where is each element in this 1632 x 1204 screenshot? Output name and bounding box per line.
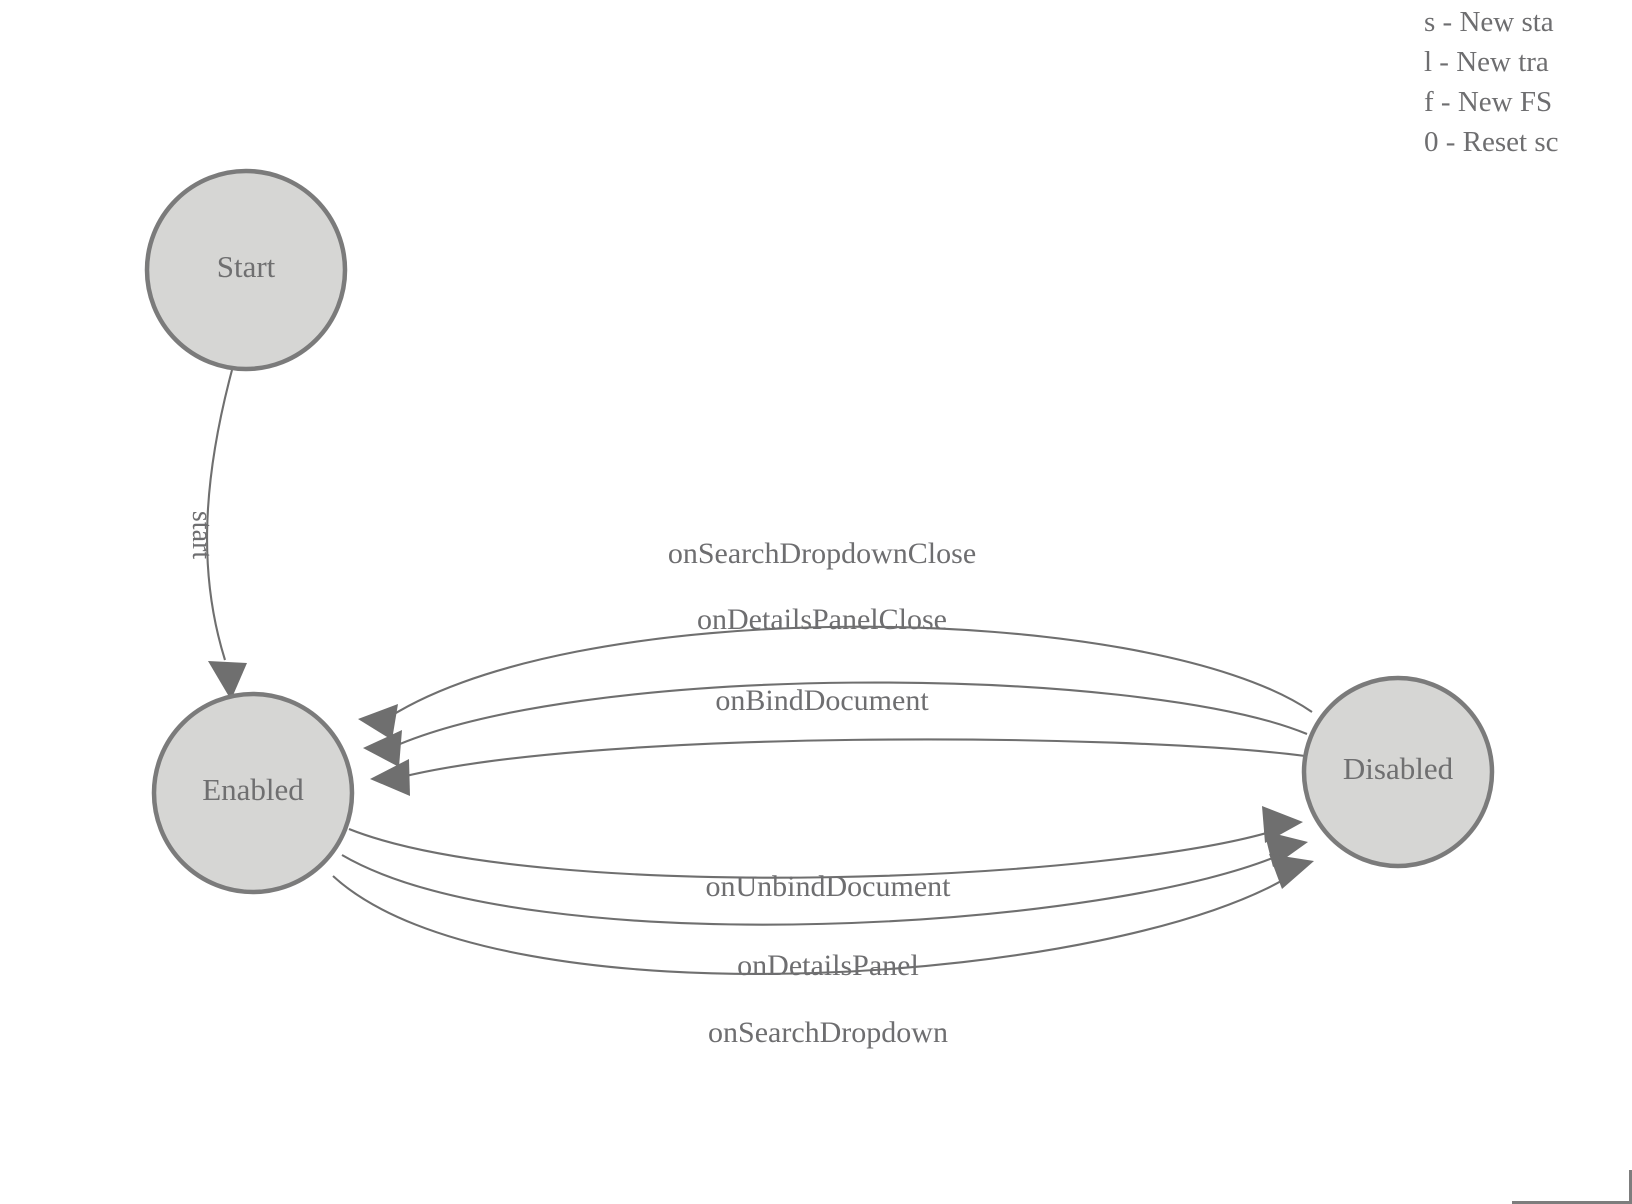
node-disabled[interactable]: Disabled xyxy=(1301,675,1495,869)
edge-label-on-bind-document: onBindDocument xyxy=(715,684,929,717)
arrowhead-icon xyxy=(370,759,410,796)
edge-path[interactable] xyxy=(389,738,1306,782)
edge-label-on-details-panel-close: onDetailsPanelClose xyxy=(697,603,947,636)
node-enabled[interactable]: Enabled xyxy=(151,691,355,895)
edge-path[interactable] xyxy=(206,369,234,661)
edge-on-search-dropdown-close[interactable] xyxy=(358,625,1313,740)
arrowhead-icon xyxy=(1269,854,1314,889)
shortcut-line-new-state: s - New sta xyxy=(1424,6,1554,38)
arrowhead-icon xyxy=(208,661,247,700)
edge-path[interactable] xyxy=(375,625,1313,727)
edge-label-on-search-dropdown-close: onSearchDropdownClose xyxy=(668,537,976,570)
shortcut-line-new-fsm: f - New FS xyxy=(1424,86,1553,118)
shortcut-line-new-transition: l - New tra xyxy=(1424,46,1549,78)
shortcut-help-panel: s - New sta l - New tra f - New FS 0 - R… xyxy=(1424,0,1632,162)
edge-on-unbind-document[interactable] xyxy=(348,806,1303,879)
node-disabled-label: Disabled xyxy=(1343,751,1454,786)
arrowhead-icon xyxy=(358,704,398,740)
node-enabled-circle[interactable] xyxy=(151,691,355,895)
node-start[interactable]: Start xyxy=(144,168,348,372)
node-disabled-circle[interactable] xyxy=(1301,675,1495,869)
edge-label-start: start xyxy=(186,511,217,559)
node-start-label: Start xyxy=(217,249,276,284)
shortcut-line-reset-scale: 0 - Reset sc xyxy=(1424,126,1559,158)
arrowhead-icon xyxy=(363,730,402,767)
edge-on-search-dropdown[interactable] xyxy=(332,854,1314,975)
edge-label-on-details-panel: onDetailsPanel xyxy=(737,949,919,982)
node-start-circle[interactable] xyxy=(144,168,348,372)
edge-label-on-unbind-document: onUnbindDocument xyxy=(706,870,952,903)
edge-label-on-search-dropdown: onSearchDropdown xyxy=(708,1016,948,1049)
window-frame-right-edge xyxy=(1629,1170,1632,1204)
edge-on-bind-document[interactable] xyxy=(370,738,1306,796)
edge-start[interactable] xyxy=(206,369,247,700)
window-frame-bottom-edge xyxy=(1512,1201,1632,1204)
edge-path[interactable] xyxy=(341,850,1290,926)
edge-path[interactable] xyxy=(348,827,1284,879)
edge-on-details-panel-close[interactable] xyxy=(363,681,1308,767)
edge-path[interactable] xyxy=(332,871,1297,975)
edge-path[interactable] xyxy=(381,681,1308,753)
node-enabled-label: Enabled xyxy=(202,772,304,807)
